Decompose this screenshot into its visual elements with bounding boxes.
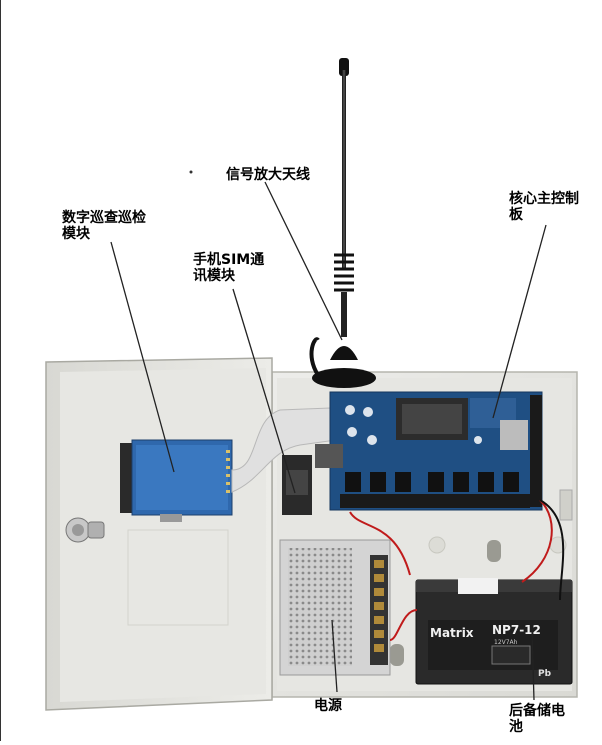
label-battery: 后备储电 池 (509, 703, 565, 735)
label-power-supply: 电源 (314, 698, 342, 714)
callout-lines (110, 181, 547, 701)
label-patrol-module: 数字巡查巡检 模块 (62, 210, 146, 242)
battery-rating-text: 12V7Ah (494, 639, 518, 646)
label-main-board: 核心主控制 板 (509, 191, 579, 223)
power-supply-unit (279, 539, 391, 676)
label-antenna: 信号放大天线 (226, 167, 310, 183)
antenna (309, 58, 376, 388)
battery-model-text: NP7-12 (492, 623, 541, 637)
backup-battery: Matrix NP7-12 12V7Ah Pb (415, 578, 573, 685)
main-control-board (329, 391, 543, 511)
battery-chem-text: Pb (538, 669, 552, 679)
battery-brand-text: Matrix (430, 626, 474, 640)
patrol-module-board (120, 439, 233, 522)
wires (349, 499, 553, 641)
cabinet-door (45, 357, 273, 711)
left-edge-border (0, 0, 1, 741)
label-sim-module: 手机SIM通 讯模块 (193, 252, 265, 284)
